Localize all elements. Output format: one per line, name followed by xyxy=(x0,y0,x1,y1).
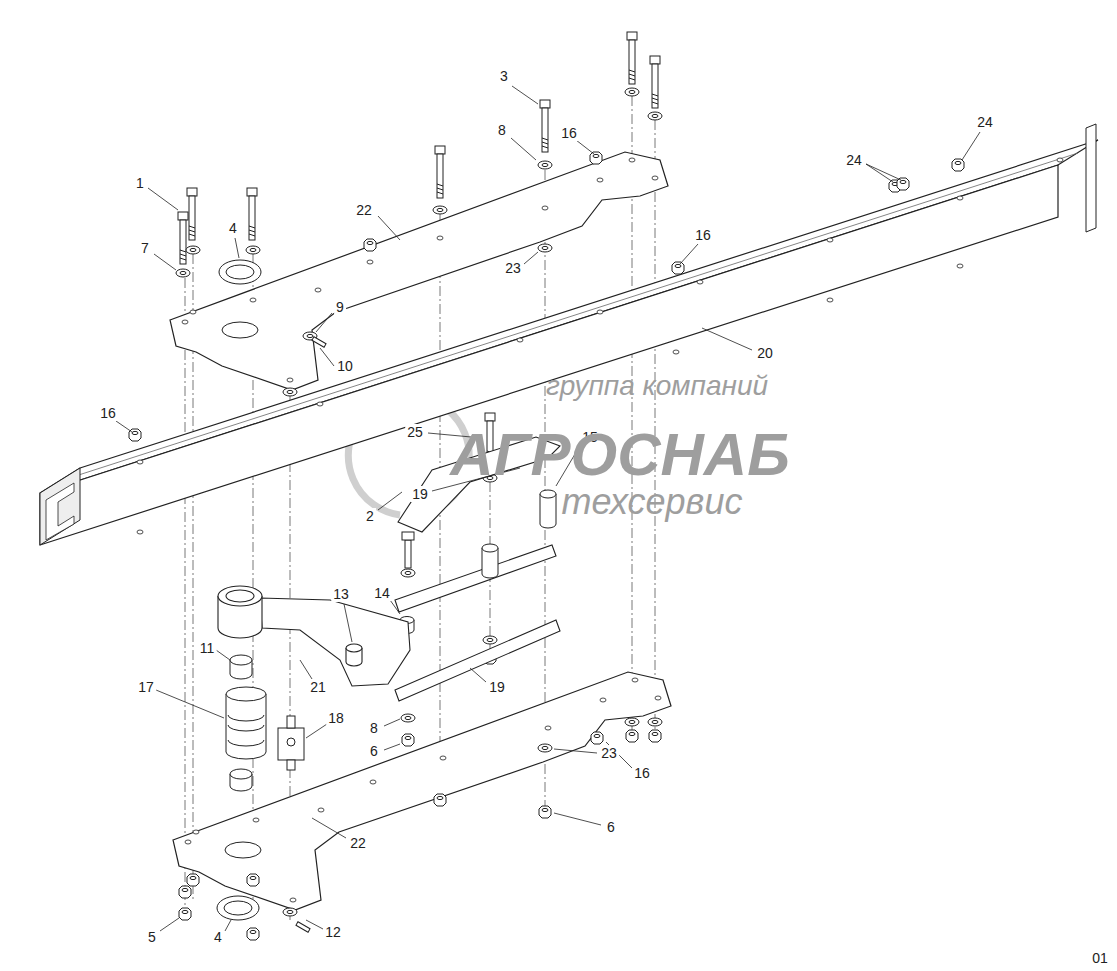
callout-number: 6 xyxy=(368,743,380,759)
callout-number: 2 xyxy=(364,508,376,524)
block xyxy=(278,716,304,770)
callout-number: 22 xyxy=(354,202,374,218)
callout-number: 9 xyxy=(334,299,346,315)
bearing-rings xyxy=(217,260,261,920)
callout-number: 17 xyxy=(136,679,156,695)
callout-number: 20 xyxy=(755,345,775,361)
beam xyxy=(40,124,1098,545)
watermark-text: техсервис xyxy=(562,484,743,520)
watermark-text: группа компаний xyxy=(546,372,768,400)
callout-number: 24 xyxy=(844,152,864,168)
callout-number: 16 xyxy=(98,405,118,421)
swing-arm xyxy=(218,586,410,686)
callout-number: 13 xyxy=(331,586,351,602)
upper-plate xyxy=(170,152,668,390)
callout-number: 5 xyxy=(146,929,158,945)
callout-number: 16 xyxy=(632,765,652,781)
callout-number: 01 xyxy=(1090,950,1110,966)
callout-number: 25 xyxy=(405,424,425,440)
callout-number: 22 xyxy=(348,835,368,851)
callout-number: 23 xyxy=(599,745,619,761)
callout-number: 23 xyxy=(503,260,523,276)
callout-number: 10 xyxy=(335,358,355,374)
callout-number: 16 xyxy=(559,125,579,141)
callout-number: 8 xyxy=(368,720,380,736)
callout-number: 4 xyxy=(212,929,224,945)
callout-number: 14 xyxy=(372,585,392,601)
callout-number: 19 xyxy=(410,486,430,502)
lower-plate xyxy=(173,672,671,910)
callout-number: 18 xyxy=(326,710,346,726)
leader-lines xyxy=(116,86,980,931)
callout-number: 11 xyxy=(198,640,217,656)
watermark-text: АГРОСНАБ xyxy=(450,425,789,485)
callout-number: 3 xyxy=(498,68,510,84)
spacers xyxy=(400,490,556,634)
callout-number: 6 xyxy=(605,819,617,835)
callout-number: 24 xyxy=(975,114,995,130)
callout-number: 19 xyxy=(487,679,507,695)
shaft-assembly xyxy=(226,655,266,791)
callout-number: 16 xyxy=(693,227,713,243)
callout-number: 21 xyxy=(308,679,328,695)
fasteners xyxy=(129,32,964,940)
callout-number: 12 xyxy=(323,924,343,940)
callout-number: 4 xyxy=(227,220,239,236)
callout-number: 1 xyxy=(134,175,146,191)
callout-number: 8 xyxy=(496,122,508,138)
callout-number: 7 xyxy=(139,240,151,256)
